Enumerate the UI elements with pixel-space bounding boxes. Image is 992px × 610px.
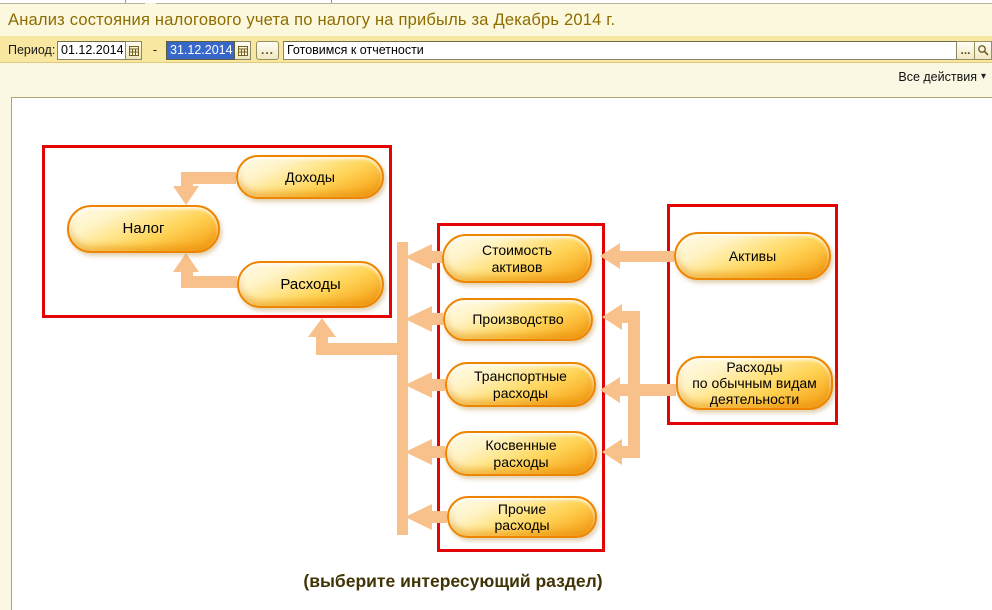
search-button[interactable] xyxy=(975,41,992,60)
node-transportnye-rashody[interactable]: Транспортные расходы xyxy=(445,362,596,407)
top-tick xyxy=(125,0,126,3)
period-start-calendar-button[interactable] xyxy=(126,41,142,60)
top-divider xyxy=(0,3,992,4)
top-strip xyxy=(0,0,992,3)
choose-period-button[interactable]: ... xyxy=(256,41,279,60)
node-dohody[interactable]: Доходы xyxy=(236,155,384,199)
node-stoimost-aktivov[interactable]: Стоимость активов xyxy=(442,234,592,283)
period-range-dash: - xyxy=(152,43,158,57)
period-start-field[interactable]: 01.12.2014 xyxy=(57,41,126,60)
node-rashody-po-obychnym[interactable]: Расходы по обычным видам деятельности xyxy=(676,356,833,410)
diagram-hint: (выберите интересующий раздел) xyxy=(303,571,603,591)
node-kosvennye-rashody[interactable]: Косвенные расходы xyxy=(445,431,597,476)
node-rashody[interactable]: Расходы xyxy=(237,261,384,308)
node-proizvodstvo[interactable]: Производство xyxy=(443,298,593,341)
group-frame-assets xyxy=(667,204,838,425)
calendar-icon xyxy=(128,45,139,56)
page-title: Анализ состояния налогового учета по нал… xyxy=(8,10,616,29)
chevron-down-icon: ▾ xyxy=(980,71,986,82)
search-icon xyxy=(977,45,989,56)
period-end-calendar-button[interactable] xyxy=(235,41,251,60)
all-actions-label: Все действия xyxy=(898,69,977,84)
title-bar: Анализ состояния налогового учета по нал… xyxy=(0,4,992,36)
node-aktivy[interactable]: Активы xyxy=(674,232,831,280)
group-frame-tax xyxy=(42,145,392,318)
period-toolbar: Период: 01.12.2014 - 31.12.2014 ... Г xyxy=(0,36,992,63)
node-prochie-rashody[interactable]: Прочие расходы xyxy=(447,496,597,538)
comment-input[interactable]: Готовимся к отчетности xyxy=(283,41,957,60)
calendar-icon xyxy=(237,45,248,56)
top-tick xyxy=(331,0,332,3)
period-end-field[interactable]: 31.12.2014 xyxy=(166,41,235,60)
comment-more-button[interactable]: ... xyxy=(957,41,975,60)
period-label: Период: xyxy=(8,43,56,57)
node-nalog[interactable]: Налог xyxy=(67,205,220,253)
all-actions-button[interactable]: Все действия ▾ xyxy=(898,68,986,85)
top-divider-notch xyxy=(145,3,156,4)
